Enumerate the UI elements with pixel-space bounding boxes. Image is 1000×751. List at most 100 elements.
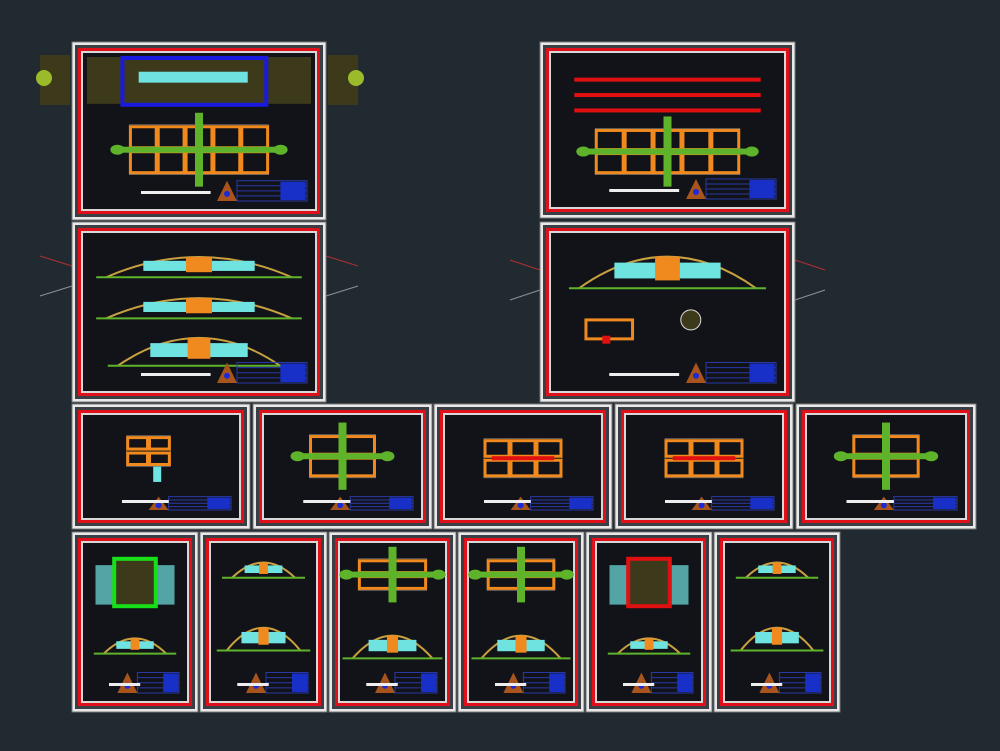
title-block-fill: [749, 179, 775, 198]
drawing-label: [846, 500, 894, 503]
entrance: [258, 627, 269, 645]
detail-mark: [602, 335, 611, 344]
drawing-label: [609, 373, 680, 376]
drawing-label: [623, 683, 655, 686]
walkway-end: [576, 146, 591, 157]
drawing-label: [141, 191, 211, 194]
drawing-sheet-11-small-elevations[interactable]: [199, 531, 328, 713]
beam: [672, 456, 736, 461]
entrance: [655, 256, 680, 281]
title-block-fill: [280, 181, 306, 200]
drawing-sheet-9-module-plan[interactable]: [795, 403, 977, 530]
grid-line: [794, 289, 826, 301]
entrance: [515, 635, 527, 653]
title-block-fill: [421, 673, 437, 692]
drawing-label: [366, 683, 398, 686]
logo-mark: [693, 372, 699, 379]
title-block-fill: [932, 497, 956, 509]
title-block-fill: [280, 363, 306, 382]
drawing-sheet-8-module-frame[interactable]: [614, 403, 794, 530]
room-wall: [483, 458, 511, 478]
roof-beam: [574, 93, 761, 98]
logo-mark: [693, 188, 699, 195]
drawing-sheet-7-module-frame[interactable]: [433, 403, 613, 530]
title-block-fill: [750, 497, 773, 509]
room-wall: [148, 436, 171, 451]
title-block-fill: [805, 673, 821, 692]
walkway-end: [273, 144, 288, 155]
entrance: [259, 562, 268, 574]
beam: [491, 456, 555, 461]
walkway: [195, 112, 203, 187]
logo-mark: [880, 502, 887, 509]
entrance: [130, 638, 140, 650]
title-block-fill: [163, 673, 179, 692]
title-block-fill: [677, 673, 693, 692]
tree-icon: [36, 70, 52, 86]
grid-line: [39, 255, 73, 267]
drawing-sheet-14-square-plan-red[interactable]: [585, 531, 713, 713]
pool: [138, 71, 248, 83]
logo-mark: [517, 502, 524, 509]
entrance: [187, 337, 211, 359]
drawing-sheet-5-module-section[interactable]: [71, 403, 251, 530]
drawing-label: [665, 500, 712, 503]
drawing-sheet-1-site-plan[interactable]: [71, 41, 327, 221]
walkway-end: [924, 451, 939, 462]
entrance: [772, 562, 782, 574]
drawing-sheet-3-elevations[interactable]: [71, 221, 327, 403]
drawing-sheet-12-double-plan[interactable]: [328, 531, 457, 713]
entrance: [386, 635, 399, 653]
drawing-sheet-6-module-plan[interactable]: [252, 403, 433, 530]
walkway-end: [559, 569, 574, 580]
walkway-end: [431, 569, 446, 580]
logo-mark: [224, 190, 230, 197]
grid-outline: [483, 438, 563, 479]
grid-line: [794, 259, 826, 271]
grid-outline: [126, 435, 171, 467]
logo-triangle: [759, 672, 780, 693]
room-wall: [126, 436, 150, 451]
walkway-end: [110, 144, 125, 155]
walkway-end: [339, 569, 354, 580]
module-outline: [626, 556, 672, 609]
drawing-sheet-15-small-elevations[interactable]: [713, 531, 841, 713]
logo-triangle: [686, 362, 706, 383]
grid-line: [39, 285, 73, 297]
walkway: [388, 546, 397, 603]
entrance: [186, 257, 212, 273]
drawing-label: [303, 500, 351, 503]
drawing-sheet-10-square-plan-green[interactable]: [71, 531, 199, 713]
drawing-sheet-4-section-details[interactable]: [539, 221, 796, 403]
logo-mark: [698, 502, 705, 509]
title-block-fill: [569, 497, 592, 509]
title-block-fill: [549, 673, 565, 692]
entrance: [644, 638, 654, 650]
drawing-label: [609, 189, 680, 192]
walkway-end: [833, 451, 848, 462]
logo-triangle: [217, 362, 237, 383]
logo-triangle: [503, 672, 524, 693]
entrance: [771, 627, 783, 645]
logo-triangle: [375, 672, 395, 693]
drawing-sheet-2-roof-plan[interactable]: [539, 41, 796, 219]
drawing-label: [141, 373, 211, 376]
walkway: [338, 422, 347, 490]
room-wall: [148, 451, 171, 466]
walkway-end: [290, 451, 305, 462]
logo-triangle: [631, 672, 652, 693]
title-block-fill: [389, 497, 412, 509]
drawing-label: [751, 683, 783, 686]
walkway-end: [744, 146, 759, 157]
room-wall: [126, 451, 150, 466]
logo-triangle: [246, 672, 266, 693]
drawing-sheet-13-double-plan[interactable]: [457, 531, 585, 713]
grid-outline: [664, 438, 744, 479]
walkway: [882, 422, 890, 490]
roof-beam: [574, 108, 761, 113]
title-block-fill: [749, 363, 775, 382]
logo-triangle: [117, 672, 138, 693]
roof-beam: [574, 77, 761, 82]
room-wall: [664, 458, 692, 478]
